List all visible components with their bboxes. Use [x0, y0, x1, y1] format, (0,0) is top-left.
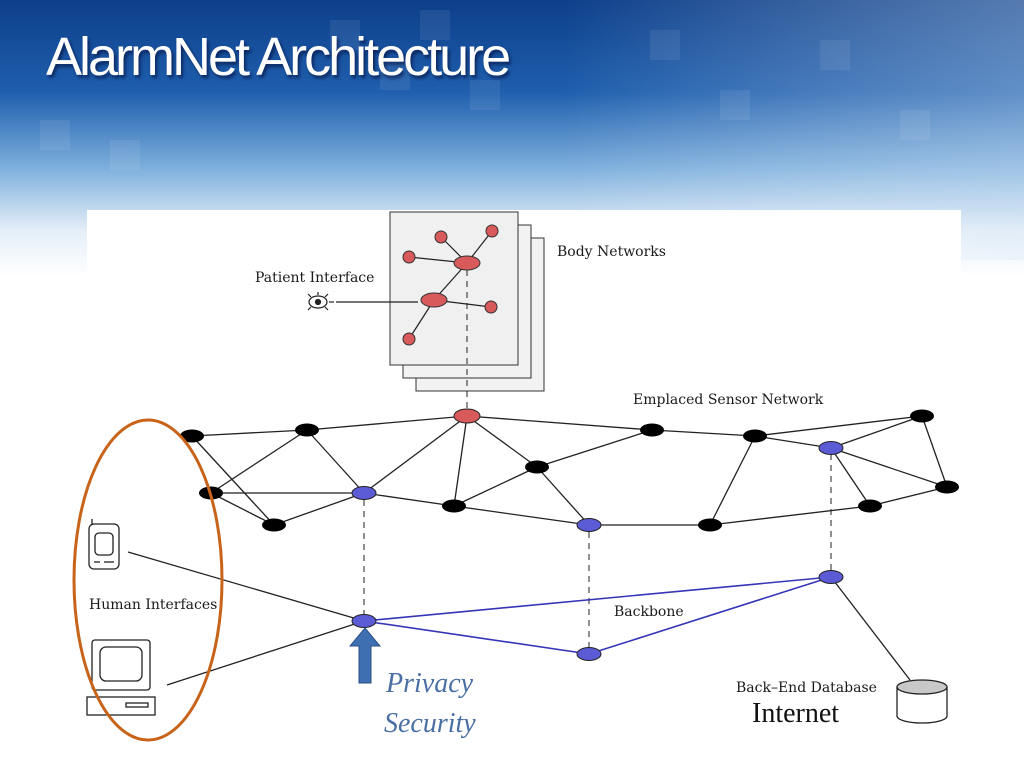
backbone-node	[351, 614, 377, 628]
sensor-network-links	[191, 415, 948, 526]
internet-label: Internet	[752, 698, 839, 729]
backbone-node	[818, 570, 844, 584]
backbone-label: Backbone	[614, 604, 684, 620]
computer-icon	[86, 639, 156, 716]
backbone-nodes	[351, 570, 844, 661]
back-end-database-label: Back–End Database	[736, 680, 877, 696]
pda-icon	[88, 519, 120, 570]
human-interfaces-label: Human Interfaces	[89, 597, 217, 613]
eye-icon	[307, 292, 334, 311]
slide-title: AlarmNet Architecture	[46, 27, 511, 87]
human-interfaces-highlight	[72, 418, 224, 742]
emplaced-sensor-network-label: Emplaced Sensor Network	[633, 392, 824, 408]
body-network-nodes	[402, 224, 499, 346]
sensor-node	[910, 409, 934, 423]
up-arrow-icon	[348, 627, 382, 684]
privacy-annotation: Privacy	[385, 668, 474, 699]
body-sensor-node	[402, 250, 416, 264]
sensor-node	[180, 429, 204, 443]
database-icon	[896, 679, 948, 724]
sensor-node	[640, 423, 664, 437]
backbone-node	[576, 647, 602, 661]
body-sensor-node	[484, 300, 498, 314]
security-annotation: Security	[384, 708, 476, 739]
body-networks-label: Body Networks	[557, 244, 666, 260]
sensor-nodes	[180, 408, 959, 532]
sensor-node	[858, 499, 882, 513]
sensor-node	[698, 518, 722, 532]
aggregator-node	[351, 486, 377, 500]
patient-interface-label: Patient Interface	[255, 270, 374, 286]
sensor-node	[262, 518, 286, 532]
dashed-vertical-links	[363, 270, 832, 648]
aggregator-node	[576, 518, 602, 532]
sensor-node	[525, 460, 549, 474]
body-sensor-node	[434, 230, 448, 244]
sensor-node	[295, 423, 319, 437]
sensor-node	[935, 480, 959, 494]
body-hub-node	[420, 292, 448, 308]
interface-links	[127, 301, 911, 686]
aggregator-node	[818, 441, 844, 455]
body-hub-node	[453, 255, 481, 271]
body-sensor-node	[402, 332, 416, 346]
sensor-node	[442, 499, 466, 513]
sensor-node	[743, 429, 767, 443]
backbone-links	[363, 576, 832, 655]
sensor-gateway-node	[453, 408, 481, 424]
body-sensor-node	[485, 224, 499, 238]
